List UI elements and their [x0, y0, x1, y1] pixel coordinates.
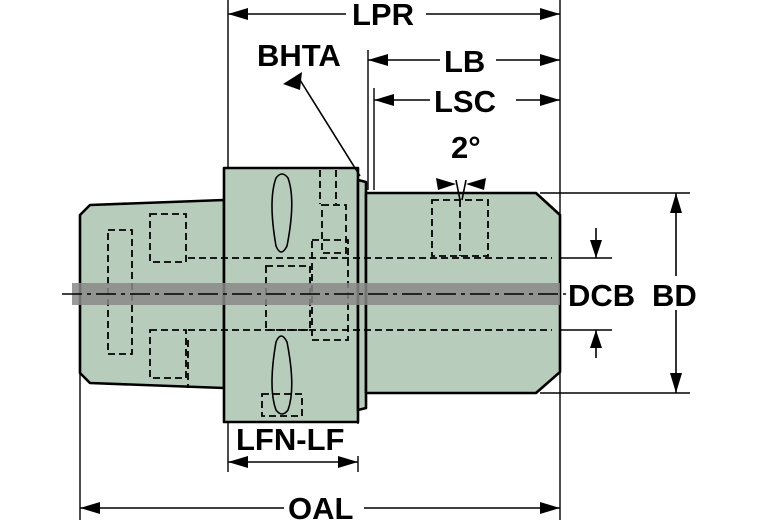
drive-slot-lower — [271, 335, 293, 415]
angle-label: 2° — [451, 130, 481, 165]
lpr-label: LPR — [352, 0, 414, 32]
oal-label: OAL — [288, 491, 353, 523]
lfn-lf-label: LFN-LF — [236, 422, 344, 457]
drive-slots — [271, 173, 293, 415]
shank-bore — [149, 213, 187, 263]
flange-counterbore — [321, 204, 347, 254]
angle-line-left — [455, 179, 461, 201]
drive-slot-top — [261, 393, 303, 417]
extension-lines — [79, 0, 690, 520]
lsc-label: LSC — [434, 84, 496, 119]
labels: LPR BHTA LB LSC 2° DCB BD LFN-LF OAL — [232, 0, 706, 523]
bhta-label: BHTA — [257, 38, 341, 73]
dcb-label: DCB — [568, 278, 635, 313]
bhta-leader — [299, 79, 361, 177]
dimension-lines — [80, 8, 682, 514]
flange-bore — [265, 265, 311, 331]
angle-line-right — [461, 179, 467, 201]
drive-slot-upper — [271, 173, 293, 253]
bd-label: BD — [652, 278, 697, 313]
center-axis — [62, 283, 570, 305]
shank-bore-lower — [149, 329, 187, 379]
lb-label: LB — [444, 44, 485, 79]
